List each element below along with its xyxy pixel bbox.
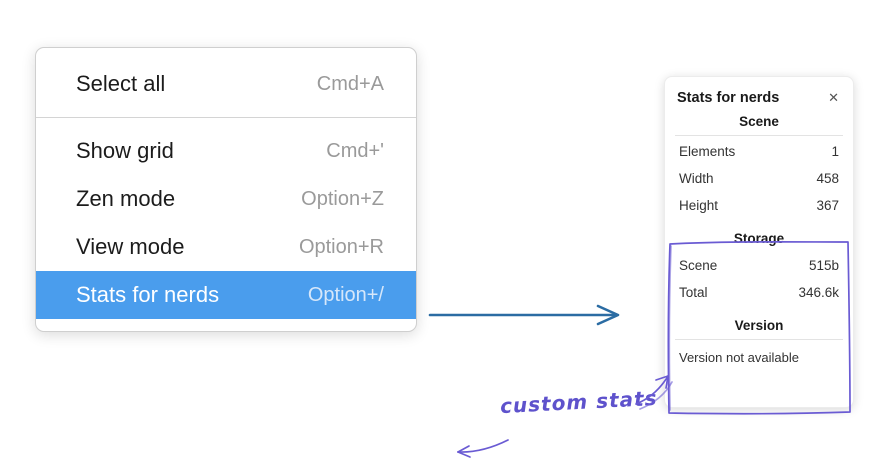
stats-panel-title: Stats for nerds xyxy=(677,89,780,106)
menu-item-shortcut: Cmd+' xyxy=(326,139,384,162)
menu-item-view-mode[interactable]: View mode Option+R xyxy=(36,223,416,271)
menu-item-label: View mode xyxy=(76,234,185,259)
version-note: Version not available xyxy=(679,350,799,365)
menu-item-shortcut: Option+/ xyxy=(307,283,384,306)
stat-label: Elements xyxy=(679,144,736,159)
stat-label: Height xyxy=(679,198,719,213)
menu-item-label: Select all xyxy=(76,71,166,96)
section-header-scene: Scene xyxy=(739,114,779,129)
menu-item-shortcut: Option+R xyxy=(298,235,384,258)
menu-item-select-all[interactable]: Select all Cmd+A xyxy=(36,60,416,108)
stat-row-height: Height 367 xyxy=(677,192,841,219)
handwritten-annotation: custom stats xyxy=(499,385,659,419)
divider xyxy=(675,135,843,136)
stat-value: 1 xyxy=(831,144,839,159)
divider xyxy=(675,339,843,340)
stat-label: Total xyxy=(679,285,708,300)
context-menu: Select all Cmd+A Show grid Cmd+' Zen mod… xyxy=(35,47,417,332)
menu-item-label: Stats for nerds xyxy=(76,282,220,307)
stat-row-elements: Elements 1 xyxy=(677,138,841,165)
stat-row-width: Width 458 xyxy=(677,165,841,192)
section-header-version: Version xyxy=(734,318,784,333)
stat-value: 458 xyxy=(816,171,839,186)
stat-row-scene-size: Scene 515b xyxy=(677,252,841,279)
stat-value: 346.6k xyxy=(798,285,839,300)
blue-arrow xyxy=(428,304,620,326)
stat-label: Width xyxy=(679,171,714,186)
menu-item-shortcut: Option+Z xyxy=(301,187,384,210)
menu-divider xyxy=(36,117,416,118)
stats-panel: Stats for nerds ✕ Scene Elements 1 Width… xyxy=(664,76,854,408)
menu-item-show-grid[interactable]: Show grid Cmd+' xyxy=(36,127,416,175)
close-icon[interactable]: ✕ xyxy=(828,90,839,105)
menu-item-shortcut: Cmd+A xyxy=(316,72,384,95)
stat-row-total-size: Total 346.6k xyxy=(677,279,841,306)
menu-item-stats-for-nerds[interactable]: Stats for nerds Option+/ xyxy=(36,271,416,319)
stats-panel-header: Stats for nerds ✕ xyxy=(677,89,841,106)
stat-label: Scene xyxy=(679,258,718,273)
stat-value: 367 xyxy=(816,198,839,213)
menu-item-label: Show grid xyxy=(76,138,174,163)
section-header-storage: Storage xyxy=(733,231,785,246)
purple-arrow xyxy=(457,375,673,458)
menu-item-label: Zen mode xyxy=(76,186,176,211)
menu-item-zen-mode[interactable]: Zen mode Option+Z xyxy=(36,175,416,223)
stat-value: 515b xyxy=(808,258,839,273)
